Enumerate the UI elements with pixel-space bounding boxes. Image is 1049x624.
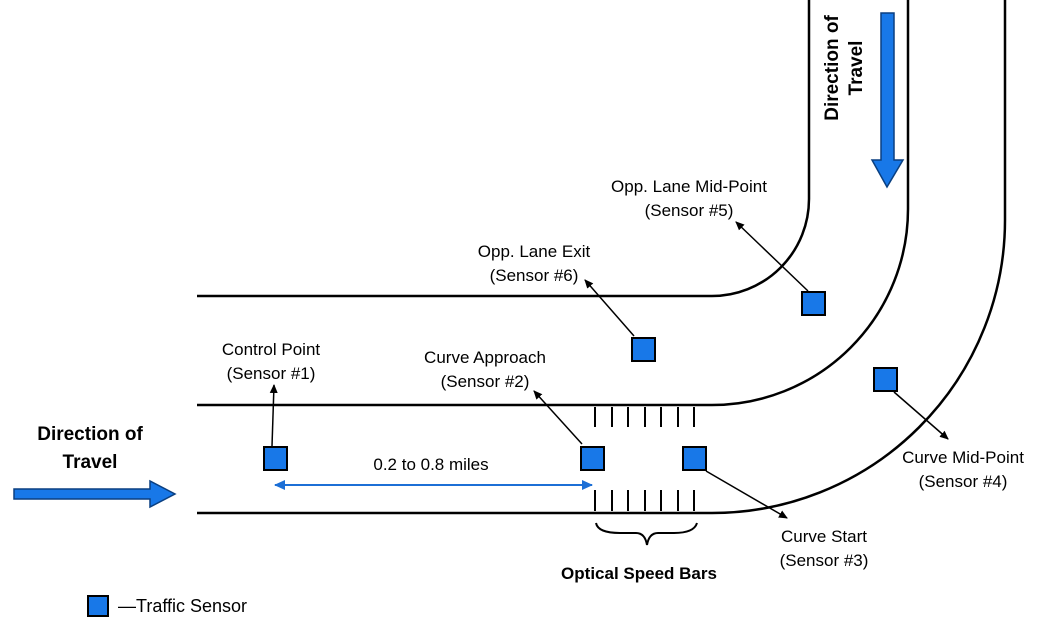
optical-speed-bars-bottom xyxy=(594,490,695,511)
sensor-1-name: Control Point xyxy=(221,340,321,359)
sensor-6-name: Opp. Lane Exit xyxy=(477,242,591,261)
sensor-4-label: Curve Mid-Point (Sensor #4) xyxy=(902,446,1024,494)
direction-top-line1: Direction of xyxy=(822,15,843,121)
sensor-5-label: Opp. Lane Mid-Point (Sensor #5) xyxy=(611,175,767,223)
leader-arrow-sensor-3 xyxy=(705,470,788,519)
sensor-4-icon xyxy=(873,367,898,392)
leader-arrow-sensor-6 xyxy=(584,279,635,337)
direction-top-label: Direction of Travel xyxy=(821,15,869,121)
speed-bars-label: Optical Speed Bars xyxy=(561,564,717,583)
sensor-1-label: Control Point (Sensor #1) xyxy=(222,338,320,386)
direction-left-label: Direction of Travel xyxy=(37,421,143,477)
sensor-3-name: Curve Start xyxy=(781,527,867,546)
sensor-2-id: (Sensor #2) xyxy=(440,372,530,391)
sensor-4-name: Curve Mid-Point xyxy=(902,448,1024,467)
leader-arrow-sensor-4 xyxy=(893,391,949,440)
sensor-2-label: Curve Approach (Sensor #2) xyxy=(424,346,546,394)
leader-arrow-sensor-5 xyxy=(735,221,809,292)
road-edge-center xyxy=(197,0,910,407)
direction-arrow-right-icon xyxy=(13,479,177,509)
direction-left-line2: Travel xyxy=(62,452,118,473)
sensor-3-id: (Sensor #3) xyxy=(779,551,869,570)
sensor-5-name: Opp. Lane Mid-Point xyxy=(611,177,767,196)
sensor-2-icon xyxy=(580,446,605,471)
sensor-6-id: (Sensor #6) xyxy=(489,266,579,285)
sensor-1-id: (Sensor #1) xyxy=(226,364,316,383)
sensor-3-label: Curve Start (Sensor #3) xyxy=(780,525,869,573)
sensor-6-icon xyxy=(631,337,656,362)
speed-bars-brace xyxy=(595,522,698,546)
sensor-5-id: (Sensor #5) xyxy=(644,201,734,220)
sensor-4-id: (Sensor #4) xyxy=(918,472,1008,491)
traffic-sensors xyxy=(263,291,898,471)
direction-arrow-down-icon xyxy=(870,12,905,189)
direction-top-line2: Travel xyxy=(846,40,867,96)
legend-label: —Traffic Sensor xyxy=(118,596,248,616)
road-edge-outer xyxy=(197,0,811,298)
sensor-2-name: Curve Approach xyxy=(424,348,546,367)
leader-arrow-sensor-1 xyxy=(269,384,278,447)
sensor-1-icon xyxy=(263,446,288,471)
leader-arrow-sensor-2 xyxy=(533,390,583,445)
optical-speed-bars-top xyxy=(594,407,695,427)
legend-sensor-icon xyxy=(87,595,109,617)
sensor-6-label: Opp. Lane Exit (Sensor #6) xyxy=(478,240,590,288)
sensor-5-icon xyxy=(801,291,826,316)
distance-label: 0.2 to 0.8 miles xyxy=(373,455,489,474)
direction-left-line1: Direction of xyxy=(37,424,143,445)
sensor-3-icon xyxy=(682,446,707,471)
